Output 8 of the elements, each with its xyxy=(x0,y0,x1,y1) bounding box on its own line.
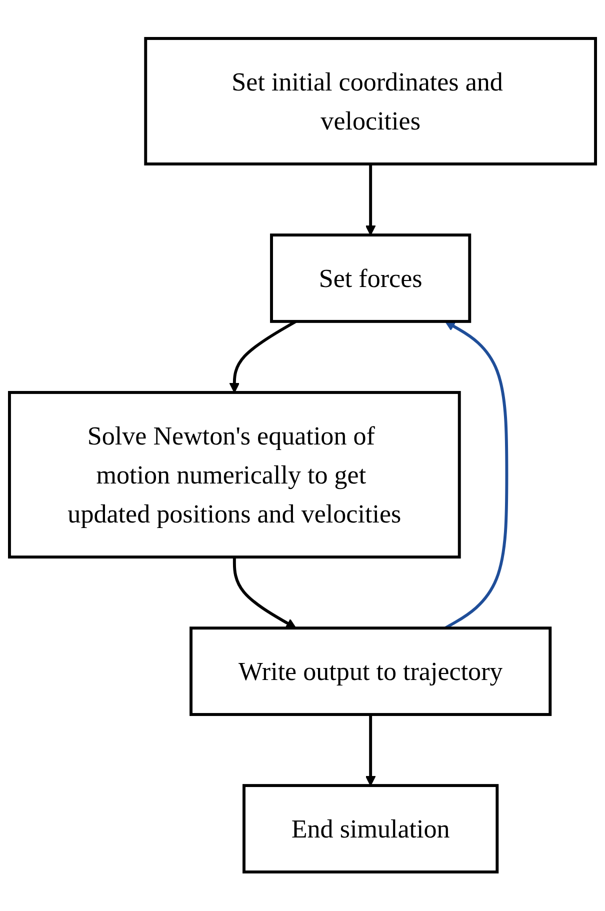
node-box: End simulation xyxy=(242,784,499,874)
arrow xyxy=(365,164,376,236)
node-box: Solve Newton's equation of motion numerically to get updated positions and velocities xyxy=(8,391,461,559)
arrow xyxy=(365,714,376,786)
node-box: Set forces xyxy=(270,234,472,324)
node-box: Set initial coordinates and velocities xyxy=(144,37,597,166)
node-box: Write output to trajectory xyxy=(190,626,552,716)
arrow xyxy=(232,557,296,629)
